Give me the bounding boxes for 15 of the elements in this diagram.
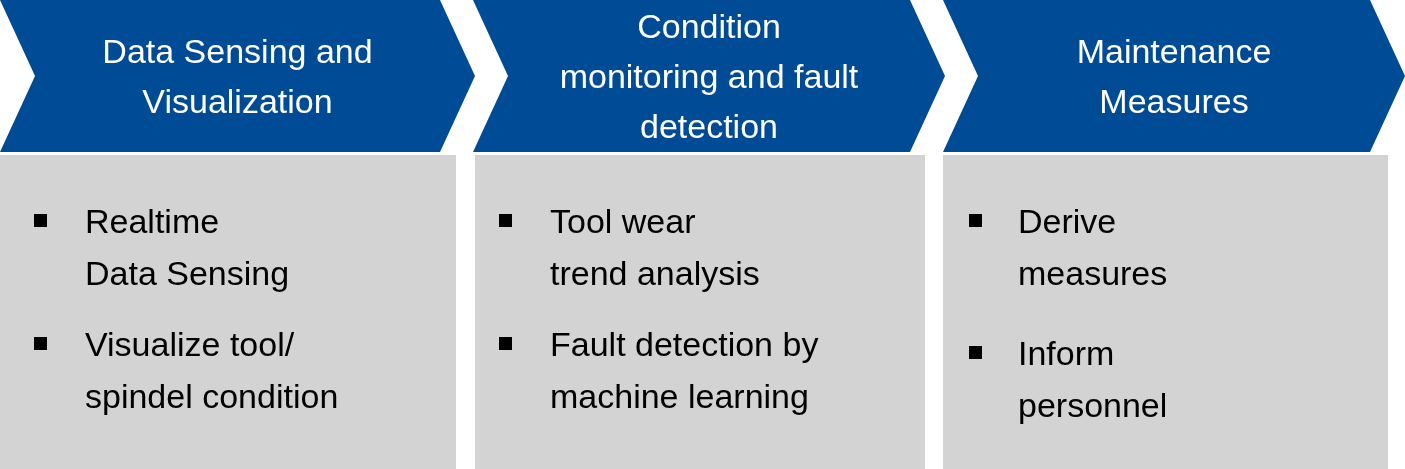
content-panel [475, 155, 925, 469]
step-title: Maintenance Measures [1075, 31, 1273, 122]
bullet-item: Visualize tool/ spindel condition [85, 324, 340, 417]
bullet-item: Fault detection by machine learning [550, 324, 820, 417]
chevron-step [943, 0, 1405, 152]
content-panel [0, 155, 456, 469]
content-panel [943, 155, 1388, 469]
bullet-item: Inform personnel [1018, 333, 1169, 426]
step-title: Data Sensing and Visualization [101, 31, 374, 122]
bullet-item: Realtime Data Sensing [85, 201, 291, 294]
chevron-step [473, 0, 945, 152]
bullet-item: Tool wear trend analysis [550, 201, 761, 294]
step-title: Condition monitoring and fault detection [558, 6, 860, 147]
chevron-step [0, 0, 475, 152]
bullet-item: Derive measures [1018, 201, 1169, 294]
